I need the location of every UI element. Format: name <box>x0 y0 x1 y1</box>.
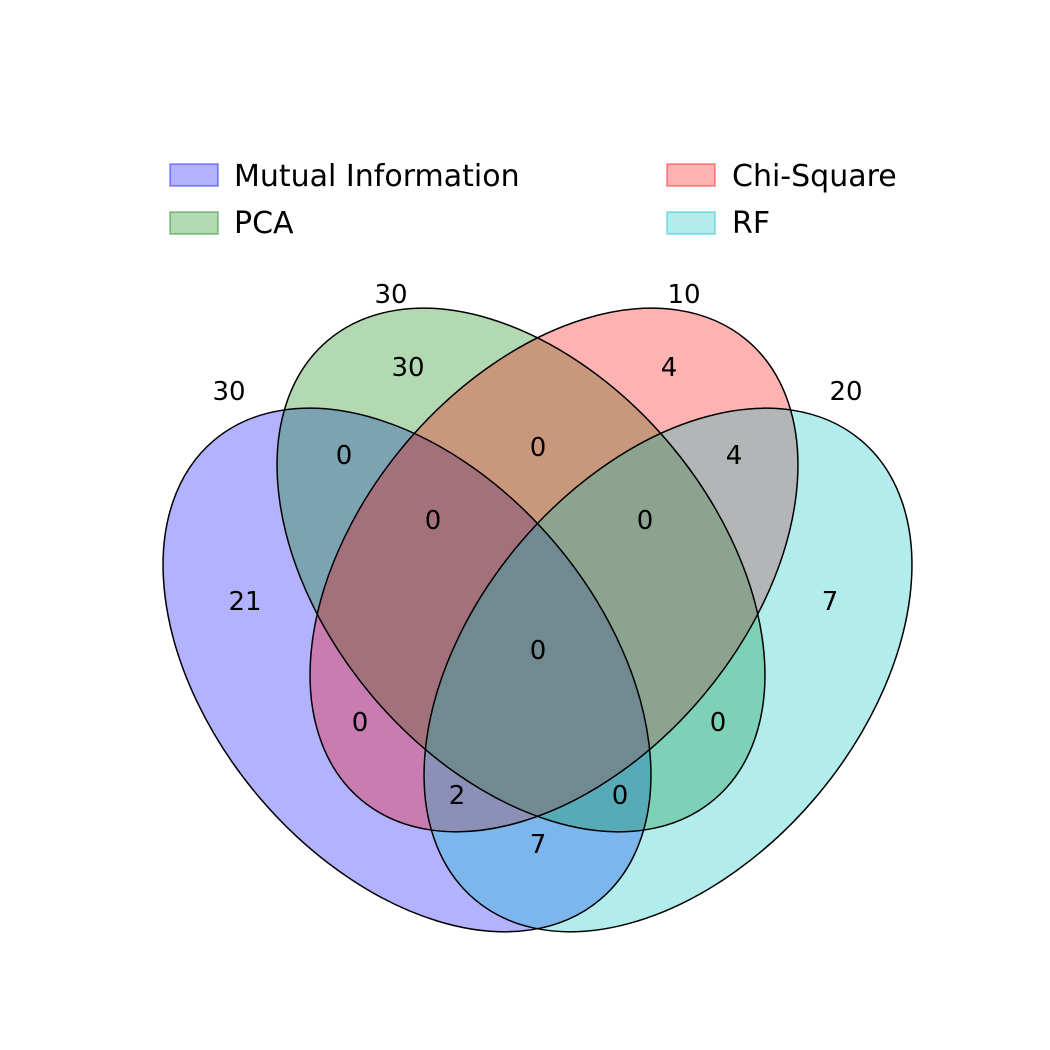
legend-item-pca: PCA <box>169 206 294 241</box>
legend-swatch <box>169 163 219 187</box>
region-count: 0 <box>612 781 629 811</box>
legend-swatch <box>666 211 716 235</box>
region-count: 0 <box>336 441 353 471</box>
set-total-chi-square: 10 <box>667 280 700 310</box>
set-outlines <box>162 307 913 933</box>
set-total-pca: 30 <box>374 280 407 310</box>
set-totals: 30 30 10 20 <box>212 280 862 407</box>
region-counts: 21 30 4 7 0 0 4 0 0 7 0 0 2 0 0 <box>228 353 838 860</box>
legend-item-chi-square: Chi-Square <box>666 159 897 194</box>
region-count: 4 <box>661 353 678 383</box>
legend: Mutual Information PCA Chi-Square RF <box>169 159 897 241</box>
legend-swatch <box>666 163 716 187</box>
region-count: 0 <box>352 708 369 738</box>
region-count: 30 <box>391 353 424 383</box>
region-count: 0 <box>637 506 654 536</box>
legend-item-rf: RF <box>666 206 770 241</box>
set-shapes <box>163 308 912 932</box>
legend-item-mutual-information: Mutual Information <box>169 159 520 194</box>
region-count: 4 <box>726 441 743 471</box>
set-mutual-information <box>163 408 651 932</box>
region-count: 21 <box>228 587 261 617</box>
region-count: 7 <box>530 830 547 860</box>
region-count: 7 <box>822 587 839 617</box>
legend-label: Mutual Information <box>234 159 520 194</box>
region-count: 0 <box>530 636 547 666</box>
outline-pca <box>276 307 766 833</box>
outline-chi-square <box>309 307 799 833</box>
outline-rf <box>423 407 913 933</box>
set-chi-square <box>310 308 798 832</box>
set-total-mutual-information: 30 <box>212 377 245 407</box>
set-total-rf: 20 <box>829 377 862 407</box>
set-pca <box>277 308 765 832</box>
region-count: 0 <box>530 433 547 463</box>
legend-label: PCA <box>234 206 294 241</box>
region-count: 0 <box>710 708 727 738</box>
region-count: 0 <box>425 506 442 536</box>
outline-mutual-information <box>162 407 652 933</box>
set-rf <box>424 408 912 932</box>
legend-swatch <box>169 211 219 235</box>
legend-label: Chi-Square <box>732 159 897 194</box>
region-count: 2 <box>449 781 466 811</box>
legend-label: RF <box>732 206 770 241</box>
